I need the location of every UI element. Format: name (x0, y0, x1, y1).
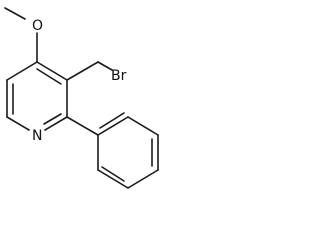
bond-phenyl-1-2 (97, 116, 129, 136)
bond-c3-c4-double (36, 68, 62, 85)
bond-c3-c4 (36, 61, 68, 81)
bond-phenyl-5-6-double (101, 166, 125, 182)
bond-phenyl-2-3 (127, 116, 159, 136)
molecule-drawing: O Br N (4, 7, 159, 189)
structure-diagram: O Br N (0, 0, 182, 208)
bond-methyl-oxygen (4, 7, 26, 20)
bond-phenyl-1-2-double (99, 112, 125, 129)
bond-phenyl-5-6 (97, 169, 129, 189)
bond-c6-nitrogen (6, 116, 30, 131)
bond-nitrogen-c2-double (43, 113, 62, 125)
bromine-label: Br (111, 68, 127, 84)
bond-c3-methylene (66, 61, 99, 81)
bond-c4-c5 (6, 61, 38, 81)
oxygen-label: O (32, 18, 43, 34)
bond-nitrogen-c2 (44, 116, 68, 131)
nitrogen-label: N (32, 128, 42, 144)
bond-c2-phenyl (66, 116, 99, 136)
bond-phenyl-4-5 (127, 169, 159, 189)
bond-methylene-bromine (97, 61, 113, 71)
